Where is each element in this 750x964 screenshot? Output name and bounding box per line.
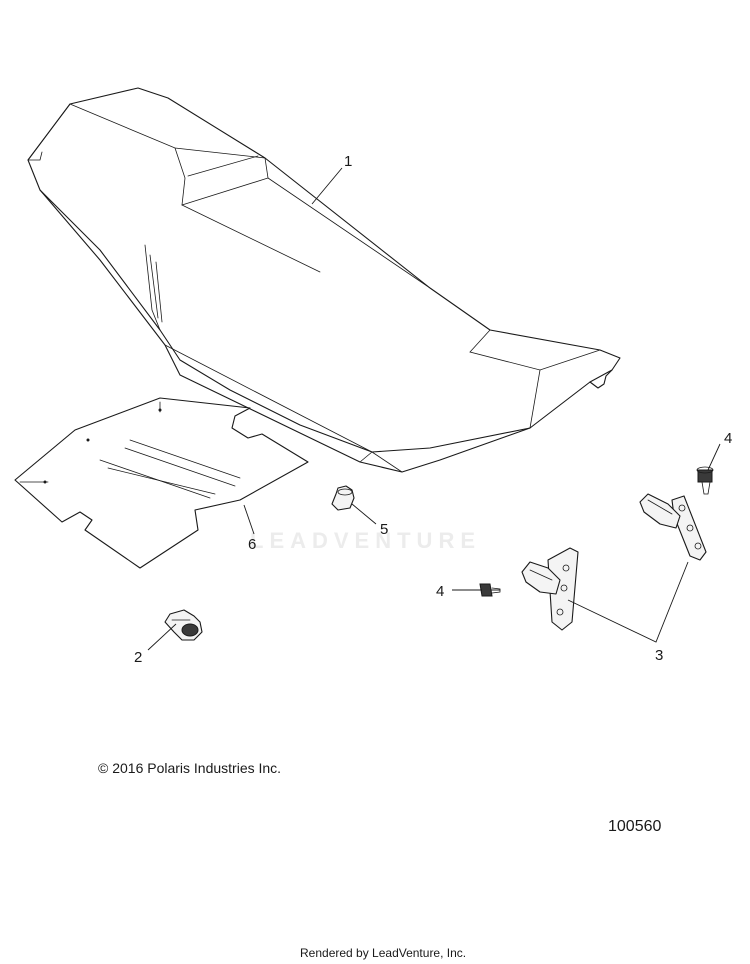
- callout-6: 6: [248, 536, 256, 553]
- part-hinge-bracket-upper[interactable]: [639, 493, 707, 561]
- part-seat[interactable]: [27, 87, 621, 473]
- watermark-logo: LEADVENTURE: [250, 528, 482, 553]
- part-hinge-bracket-lower[interactable]: [521, 547, 579, 631]
- leader-2: [147, 623, 177, 651]
- part-clip[interactable]: [164, 609, 203, 641]
- rendered-by-credit: Rendered by LeadVenture, Inc.: [300, 946, 467, 960]
- leader-1: [311, 167, 343, 205]
- leader-lines: [147, 167, 721, 651]
- callout-4-upper: 4: [724, 430, 732, 447]
- part-mat[interactable]: [14, 397, 309, 569]
- leader-5: [351, 503, 377, 525]
- callout-1: 1: [344, 153, 352, 170]
- copyright-notice: © 2016 Polaris Industries Inc.: [98, 760, 282, 776]
- leader-3: [567, 561, 689, 643]
- callout-2: 2: [134, 649, 142, 666]
- leader-4-upper: [707, 443, 721, 471]
- callout-5: 5: [380, 521, 388, 538]
- callout-4-lower: 4: [436, 583, 444, 600]
- part-screw-lower[interactable]: [479, 583, 501, 597]
- part-screw-upper[interactable]: [696, 466, 714, 495]
- callout-3: 3: [655, 647, 663, 664]
- leader-6: [243, 504, 255, 535]
- part-bumper[interactable]: [331, 485, 355, 511]
- diagram-number: 100560: [608, 818, 662, 835]
